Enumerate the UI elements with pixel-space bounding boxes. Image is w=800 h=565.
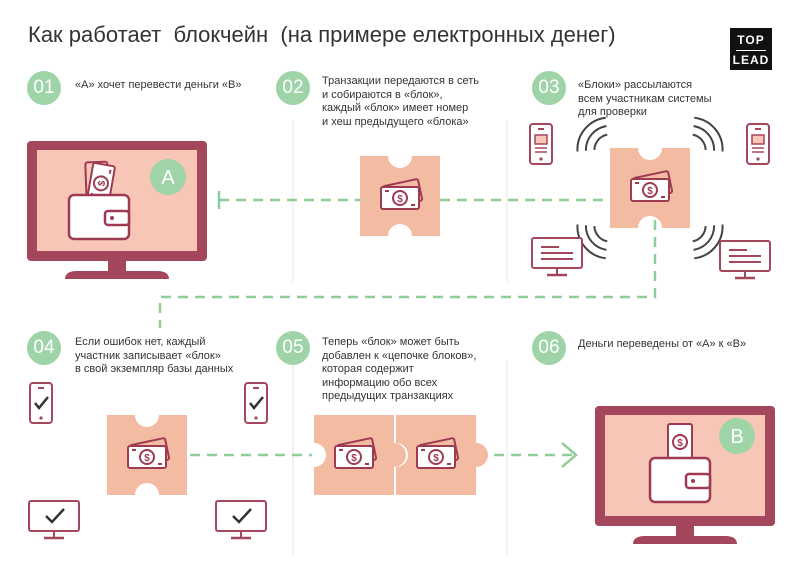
toplead-logo: TOP LEAD [730,28,772,70]
transaction-block-icon [360,156,440,236]
logo-line-1: TOP [737,33,765,47]
participant-phone-icon [530,124,552,164]
node-a-circle [150,159,186,195]
step-number-badge: 06 [532,331,566,365]
step-number-badge: 03 [532,71,566,105]
logo-line-2: LEAD [732,53,770,67]
step-description: «Блоки» рассылаются всем участникам сист… [578,79,712,118]
step-description: Деньги переведены от «А» к «В» [578,338,747,350]
node-b-circle [719,418,755,454]
participant-computer-icon [720,241,770,278]
node-a-label: A [161,167,175,189]
page-title: Как работает блокчейн (на примере електр… [28,22,616,47]
step-number-badge: 02 [276,71,310,105]
verified-computer-icon [216,501,266,538]
flow-arrowhead [561,442,578,468]
step-description: «А» хочет перевести деньги «В» [75,79,242,91]
step-number-badge: 05 [276,331,310,365]
step-description: Если ошибок нет, каждый участник записыв… [75,336,234,375]
node-b-label: B [730,426,743,448]
broadcast-block-icon [610,148,690,228]
chain-block-icon [396,415,488,495]
verified-computer-icon [29,501,79,538]
verified-phone-icon [245,383,267,423]
participant-phone-icon [747,124,769,164]
chain-block-icon [314,415,406,495]
step-description: Транзакции передаются в сеть и собираютс… [322,75,479,128]
step-description: Теперь «блок» может быть добавлен к «цеп… [322,336,477,402]
participant-computer-icon [532,238,582,275]
verified-phone-icon [30,383,52,423]
step-number-badge: 04 [27,331,61,365]
verified-block-icon [107,415,187,495]
monitor-a-icon [27,141,207,279]
step-number-badge: 01 [27,71,61,105]
